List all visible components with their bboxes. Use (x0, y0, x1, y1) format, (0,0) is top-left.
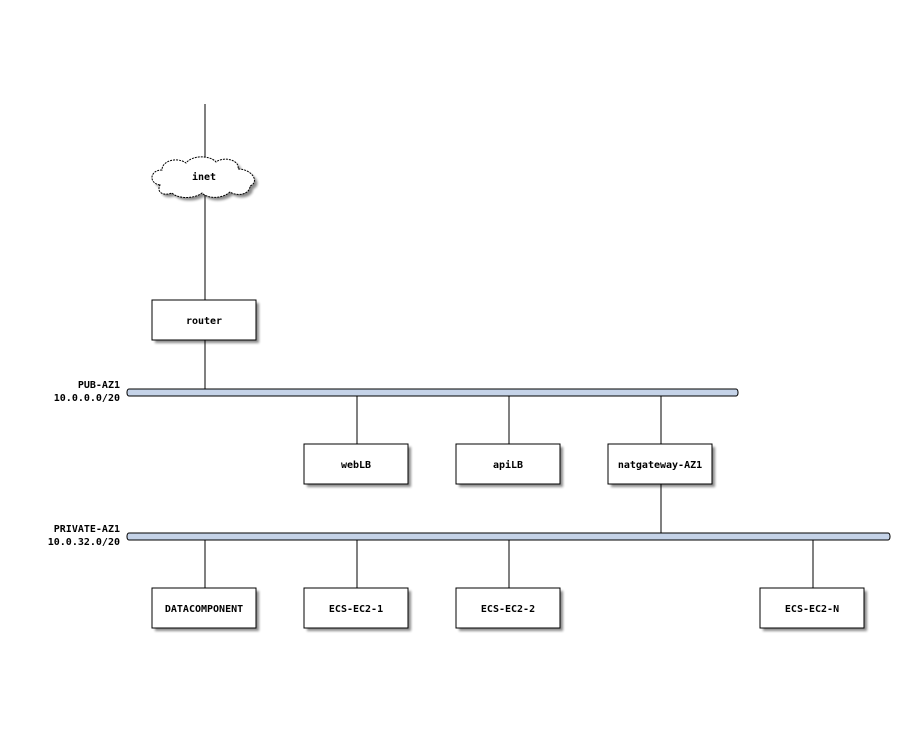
private-bus (126, 532, 891, 541)
inet-cloud: inet (151, 156, 258, 201)
private-network-name: PRIVATE-AZ1 (54, 524, 120, 535)
weblb-node: webLB (303, 443, 411, 487)
pub-network: PUB-AZ1 10.0.0.0/20 (54, 380, 739, 404)
natgateway-node: natgateway-AZ1 (607, 443, 715, 487)
apilb-label: apiLB (493, 459, 523, 471)
router-node: router (151, 299, 259, 343)
datacomponent-label: DATACOMPONENT (165, 604, 243, 615)
weblb-label: webLB (341, 460, 371, 471)
apilb-node: apiLB (455, 443, 563, 487)
private-network: PRIVATE-AZ1 10.0.32.0/20 (48, 524, 891, 548)
natgateway-label: natgateway-AZ1 (618, 460, 702, 471)
router-label: router (186, 316, 222, 327)
private-network-address: 10.0.32.0/20 (48, 537, 120, 548)
datacomponent-node: DATACOMPONENT (151, 587, 259, 631)
pub-network-address: 10.0.0.0/20 (54, 393, 120, 404)
connection-lines (204, 104, 814, 588)
ecs-ec2-2-node: ECS-EC2-2 (455, 587, 563, 631)
ecs-ec2-n-node: ECS-EC2-N (759, 587, 867, 631)
ecs-ec2-1-label: ECS-EC2-1 (329, 604, 383, 615)
ecs-ec2-1-node: ECS-EC2-1 (303, 587, 411, 631)
pub-bus (126, 388, 739, 397)
ecs-ec2-n-label: ECS-EC2-N (785, 604, 839, 615)
pub-network-name: PUB-AZ1 (78, 380, 120, 391)
ecs-ec2-2-label: ECS-EC2-2 (481, 604, 535, 615)
inet-label: inet (192, 171, 216, 183)
